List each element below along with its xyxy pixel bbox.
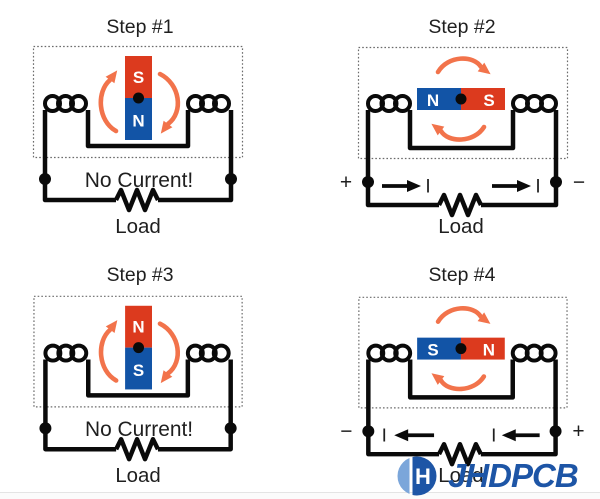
jhdpcb-logo-icon: H (397, 456, 437, 495)
pivot-dot (133, 342, 145, 354)
step-1-panel: Step #1 (0, 0, 300, 250)
left-coil-icon (366, 343, 413, 363)
pole-label-top: N (132, 318, 144, 337)
load-resistor-icon (114, 436, 160, 462)
step-4-panel: Step #4 (300, 250, 600, 499)
step-2-panel: Step #2 (300, 0, 600, 250)
current-label: I (535, 177, 540, 198)
junction-dots (39, 173, 237, 185)
circuit-wires (366, 359, 558, 467)
junction-dots (362, 176, 562, 188)
current-arrows: I I (382, 426, 540, 447)
panel-title: Step #2 (428, 16, 495, 38)
right-coil-icon (510, 343, 558, 363)
load-label: Load (438, 215, 484, 238)
rotor-boundary-box (32, 45, 244, 159)
circuit-wires (365, 110, 559, 218)
pole-label-left: N (427, 91, 439, 110)
jhdpcb-watermark: H JHDPCB (396, 454, 579, 497)
left-coil-icon (43, 343, 89, 363)
logo-text: JHDPCB (448, 457, 579, 494)
pole-label-left: S (427, 341, 438, 360)
pole-label-right: N (483, 341, 495, 360)
terminal-right-label: + (572, 420, 584, 443)
pivot-dot (455, 93, 467, 105)
current-arrows: I I (382, 177, 541, 198)
pole-label-bottom: N (132, 112, 144, 131)
rotation-arrows-icon (431, 56, 491, 142)
magnet: N S (125, 305, 152, 390)
rotor-boundary-box (33, 295, 243, 408)
rotation-arrows-icon (98, 320, 181, 384)
footer-divider (0, 492, 600, 493)
panel-title: Step #3 (107, 264, 174, 286)
logo-letter: H (415, 464, 431, 489)
left-coil-icon (43, 94, 88, 113)
pole-label-top: S (133, 68, 144, 87)
load-label: Load (115, 465, 160, 487)
pivot-dot (455, 343, 467, 355)
current-label: I (425, 177, 430, 198)
panel-title: Step #1 (106, 16, 173, 38)
pole-label-bottom: S (133, 361, 144, 380)
rotor-boundary-box (357, 46, 569, 160)
load-resistor-icon (113, 187, 161, 213)
pivot-dot (133, 92, 144, 104)
right-coil-icon (185, 343, 231, 363)
terminal-right-label: − (573, 171, 585, 194)
status-label: No Current! (85, 169, 194, 192)
status-label: No Current! (85, 418, 193, 441)
circuit-wires (43, 359, 233, 462)
junction-dots (39, 422, 237, 435)
rotation-arrows-icon (431, 306, 491, 392)
rotor-boundary-box (358, 296, 568, 409)
terminal-left-label: + (340, 171, 352, 194)
rotation-arrows-icon (98, 70, 181, 134)
pole-label-right: S (483, 91, 494, 110)
magnet: N S (417, 88, 505, 110)
current-label: I (382, 426, 387, 447)
step-3-panel: Step #3 (0, 250, 300, 499)
left-coil-icon (366, 94, 412, 113)
load-resistor-icon (437, 441, 483, 467)
right-coil-icon (511, 94, 558, 113)
load-resistor-icon (436, 192, 484, 218)
footer-area (0, 493, 600, 499)
junction-dots (362, 425, 562, 438)
load-label: Load (438, 465, 483, 487)
magnet: S N (417, 337, 505, 360)
current-label: I (491, 426, 496, 447)
right-coil-icon (186, 94, 231, 113)
circuit-wires (42, 110, 234, 213)
magnet: S N (125, 56, 152, 140)
load-label: Load (115, 215, 161, 238)
panel-title: Step #4 (428, 264, 495, 286)
terminal-left-label: − (340, 420, 352, 443)
